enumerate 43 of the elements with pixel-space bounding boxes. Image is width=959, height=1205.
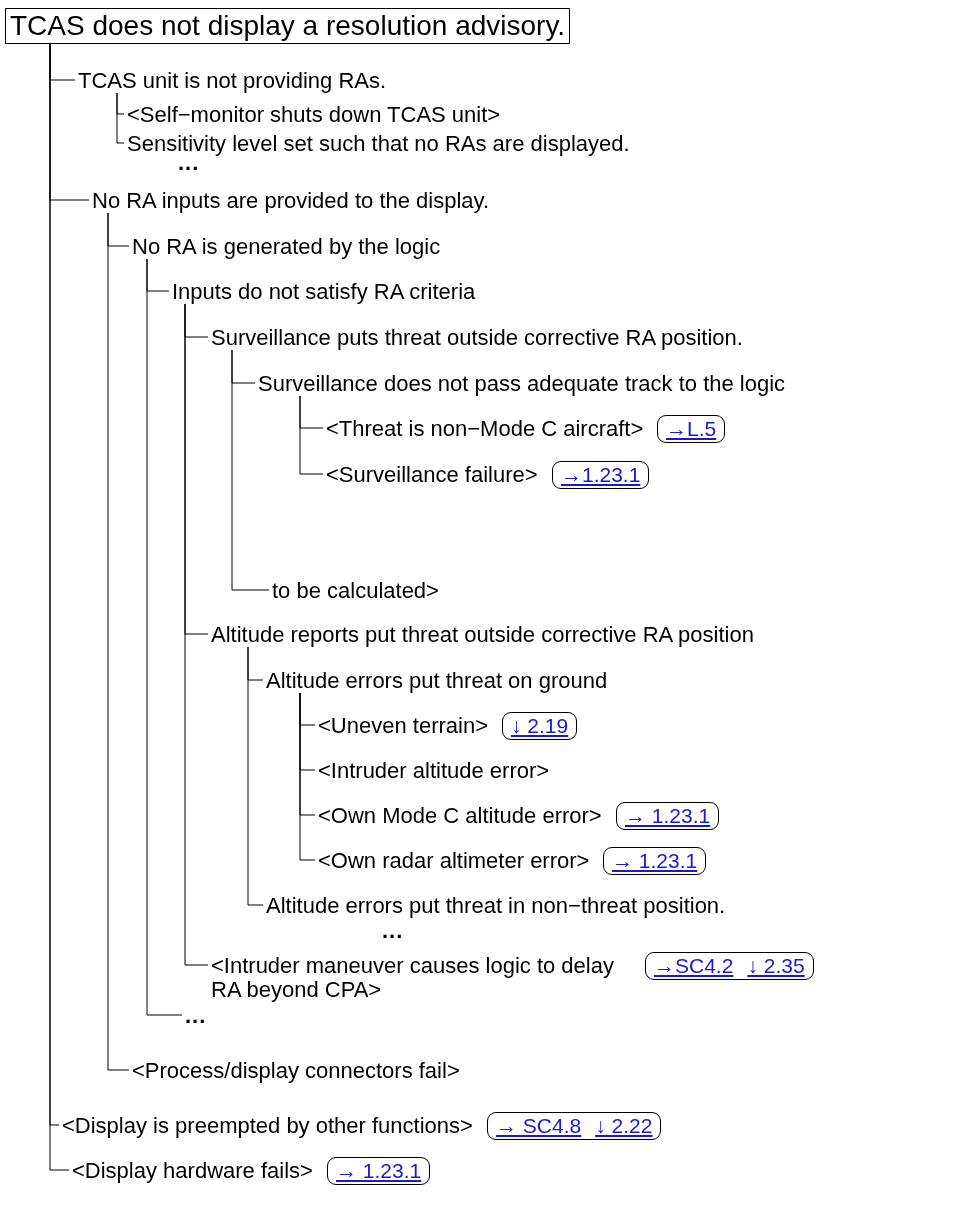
tree-connector [299,692,316,861]
ellipsis-mark: ... [185,1004,207,1028]
fault-event-text: Altitude reports put threat outside corrective RA position [211,623,754,647]
cross-reference-link: → 1.23.1 [625,804,711,827]
cross-reference-link: → 1.23.1 [336,1159,422,1182]
fault-event-text: <Uneven terrain> [318,714,488,738]
top-event-box: TCAS does not display a resolution advisory. [5,8,571,44]
fault-event-text: to be calculated> [272,579,439,603]
tree-connector [231,349,270,591]
fault-event-text: TCAS unit is not providing RAs. [78,69,387,93]
cross-reference-link: →1.23.1 [561,463,641,486]
fault-event-text: <Surveillance failure> [326,463,538,487]
cross-reference-link: →L.5 [666,417,717,440]
fault-event-text: <Own radar altimeter error> [318,849,590,873]
fault-event-text: <Own Mode C altitude error> [318,804,602,828]
fault-event-text: <Self−monitor shuts down TCAS unit> [127,103,501,127]
tree-connector [107,212,130,1071]
ellipsis-mark: ... [382,918,404,944]
fault-event-text: No RA is generated by the logic [132,235,441,259]
cross-reference-link: →SC4.2 [654,954,734,977]
fault-event-text: Altitude errors put threat in non−threat position. [266,894,726,918]
fault-event-text: <Process/display connectors fail> [132,1059,460,1083]
cross-reference-link: → SC4.8 [496,1114,582,1137]
tree-connector [49,43,70,1171]
cross-reference-link: ↓ 2.19 [511,714,569,737]
fault-event-text: <Intruder altitude error> [318,759,550,783]
fault-event-text: Surveillance puts threat outside corrective RA position. [211,326,743,350]
tree-connector [146,258,183,1016]
cross-reference-link: ↓ 2.35 [747,954,805,977]
fault-event-text: <Intruder maneuver causes logic to delay RA beyond CPA> [211,954,631,1002]
cross-reference-link: ↓ 2.22 [595,1114,653,1137]
tree-connector [116,92,125,144]
cross-reference-link: → 1.23.1 [612,849,698,872]
tree-connector [299,395,324,475]
fault-event-text: Inputs do not satisfy RA criteria [172,280,476,304]
fault-event-text: <Display is preempted by other functions> [62,1114,473,1138]
fault-event-text: <Display hardware fails> [72,1159,313,1183]
fault-event-text: <Threat is non−Mode C aircraft> [326,417,644,441]
tree-connector [184,303,209,966]
tree-connector [247,646,264,906]
fault-event-text: Surveillance does not pass adequate track to the logic [258,372,786,396]
fault-event-text: Altitude errors put threat on ground [266,669,608,693]
fault-event-text: No RA inputs are provided to the display. [92,189,490,213]
